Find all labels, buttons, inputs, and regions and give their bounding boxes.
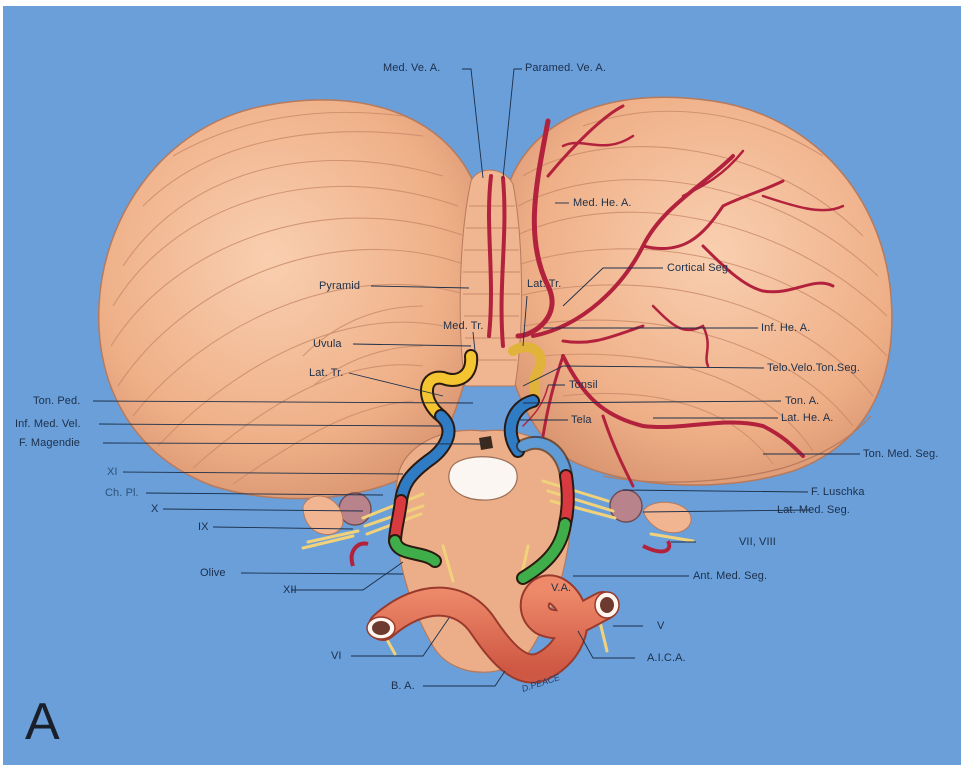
cerebellum-illustration — [92, 68, 893, 687]
label-ton-ped: Ton. Ped. — [33, 395, 81, 407]
label-lat-med-seg: Lat. Med. Seg. — [777, 504, 850, 516]
panel-letter: A — [25, 693, 60, 751]
label-lat-he-a: Lat. He. A. — [781, 412, 834, 424]
label-tonsil: Tonsil — [569, 379, 598, 391]
label-ix: IX — [198, 521, 209, 533]
label-ton-a: Ton. A. — [785, 395, 820, 407]
label-v: V — [657, 620, 665, 632]
label-xi: XI — [107, 466, 118, 478]
label-va: V.A. — [551, 582, 572, 594]
label-lat-tr-right: Lat. Tr. — [527, 278, 562, 290]
vertebral-basilar-arteries — [349, 540, 672, 684]
label-tela: Tela — [571, 414, 592, 426]
left-cerebellar-hemisphere — [97, 99, 482, 500]
label-med-he-a: Med. He. A. — [573, 197, 632, 209]
label-telo-velo-ton-seg: Telo.Velo.Ton.Seg. — [767, 362, 860, 374]
choroid-plexus — [302, 489, 692, 535]
label-ton-med-seg: Ton. Med. Seg. — [863, 448, 939, 460]
label-uvula: Uvula — [313, 338, 342, 350]
label-cortical-seg: Cortical Seg. — [667, 262, 732, 274]
label-aica: A.I.C.A. — [647, 652, 686, 664]
label-med-tr: Med. Tr. — [443, 320, 484, 332]
medulla-cross-section — [448, 456, 518, 501]
label-vi: VI — [331, 650, 342, 662]
right-cerebellar-hemisphere — [498, 96, 893, 486]
label-f-luschka: F. Luschka — [811, 486, 865, 498]
label-ant-med-seg: Ant. Med. Seg. — [693, 570, 768, 582]
label-paramed-ve-a: Paramed. Ve. A. — [525, 62, 606, 74]
label-ch-pl: Ch. Pl. — [105, 487, 139, 499]
label-xii: XII — [283, 584, 297, 596]
label-inf-med-vel: Inf. Med. Vel. — [15, 418, 81, 430]
label-olive: Olive — [200, 567, 226, 579]
label-pyramid: Pyramid — [319, 280, 361, 292]
label-vii-viii: VII, VIII — [739, 536, 776, 548]
label-f-magendie: F. Magendie — [19, 437, 81, 449]
pica-left-loop — [388, 349, 479, 568]
label-x: X — [151, 503, 159, 515]
leader-lines — [92, 68, 860, 687]
hemispheric-arteries — [487, 104, 845, 488]
label-ba: B. A. — [391, 680, 415, 692]
foramen-magendie-opening — [479, 436, 493, 450]
label-inf-he-a: Inf. He. A. — [761, 322, 811, 334]
illustration-panel: Med. Ve. A. Paramed. Ve. A. Pyramid Uvul… — [3, 6, 961, 765]
label-lat-tr-left: Lat. Tr. — [309, 367, 344, 379]
label-med-ve-a: Med. Ve. A. — [383, 62, 441, 74]
